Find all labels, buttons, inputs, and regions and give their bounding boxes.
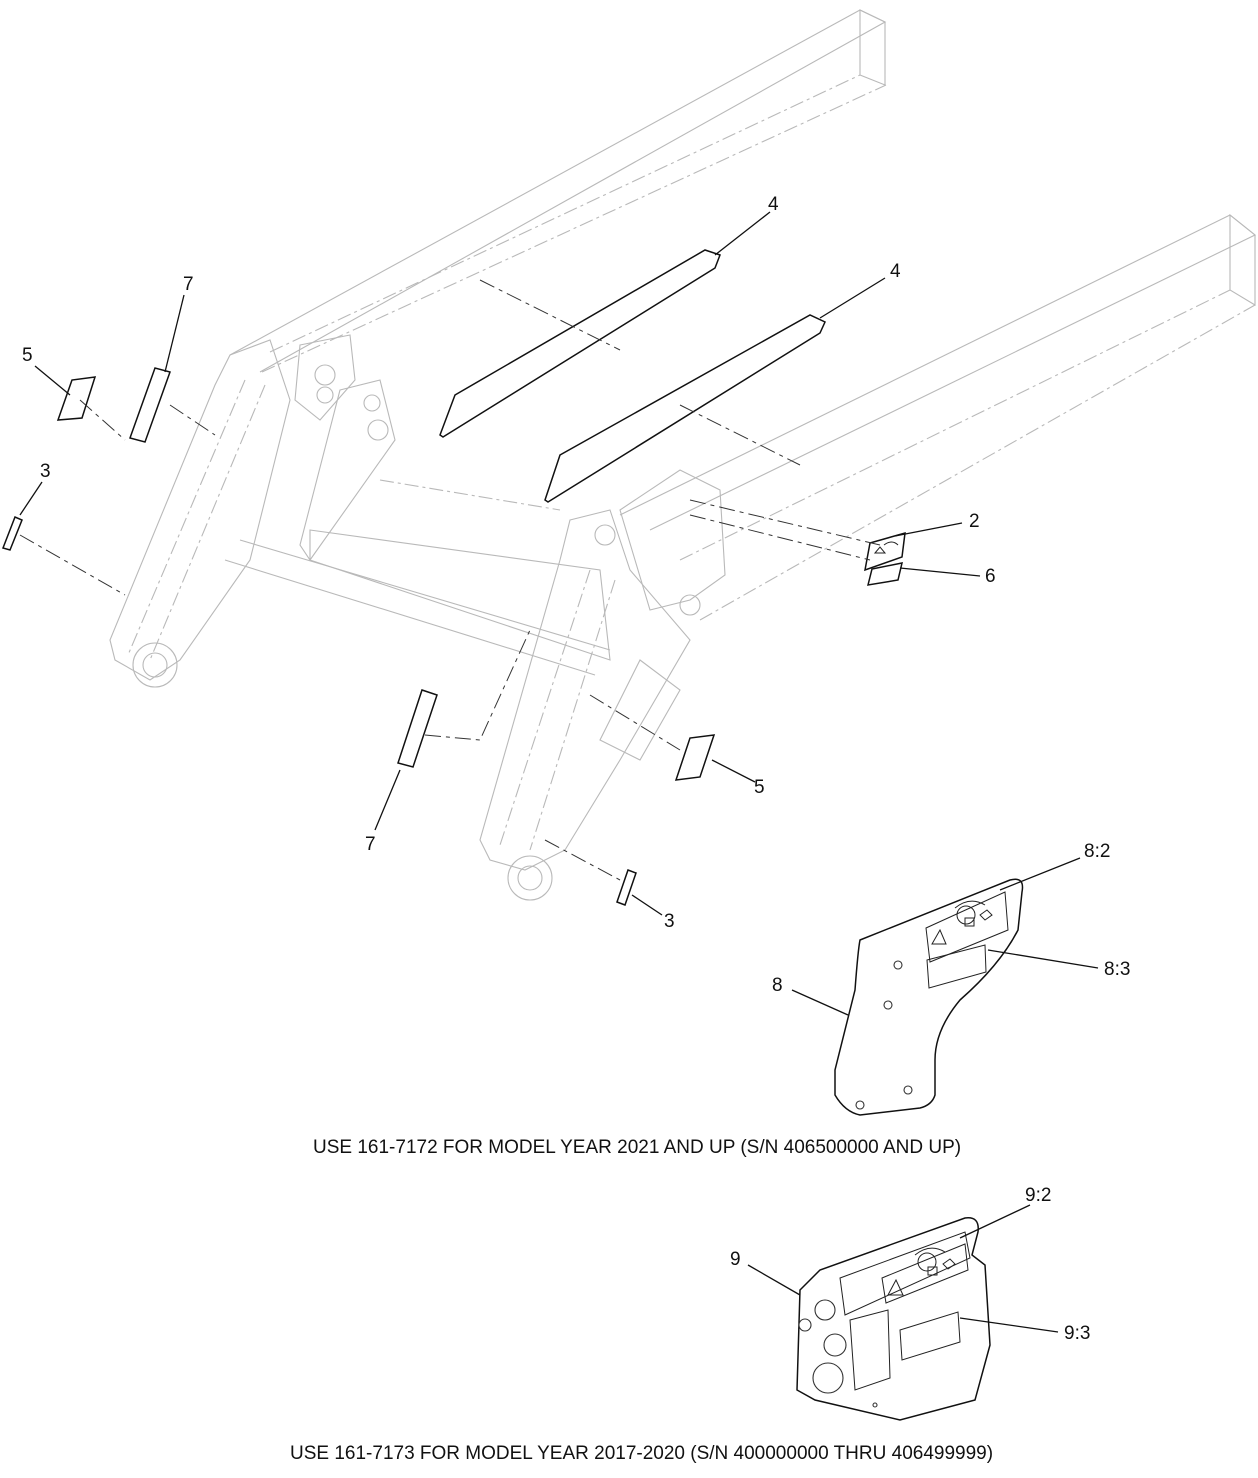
loader-frame-ghost <box>109 9 1257 901</box>
callout-3-left: 3 <box>40 461 51 482</box>
callout-4-upper: 4 <box>768 194 779 215</box>
callout-4-lower: 4 <box>890 261 901 282</box>
callout-6: 6 <box>985 566 996 587</box>
callout-7-right: 7 <box>365 834 376 855</box>
callout-8-2: 8:2 <box>1084 841 1111 862</box>
decal-item-7-right <box>397 689 438 768</box>
callout-5-left: 5 <box>22 345 33 366</box>
decal-item-5-left <box>56 376 97 421</box>
callout-8: 8 <box>772 975 783 996</box>
callout-9-2: 9:2 <box>1025 1185 1052 1206</box>
callout-3-right: 3 <box>664 911 675 932</box>
decal-item-3-right <box>616 869 637 906</box>
decal-item-5-right <box>674 734 716 781</box>
bracket-item-9 <box>796 1217 991 1421</box>
callout-9-3: 9:3 <box>1064 1323 1091 1344</box>
note-model-year-2021: USE 161-7172 FOR MODEL YEAR 2021 AND UP … <box>313 1137 962 1158</box>
decal-item-4-upper <box>439 249 721 438</box>
decal-item-3-left <box>2 516 23 551</box>
callout-9: 9 <box>730 1249 741 1270</box>
callout-5-right: 5 <box>754 777 765 798</box>
note-model-year-2017: USE 161-7173 FOR MODEL YEAR 2017-2020 (S… <box>290 1443 994 1464</box>
plate-item-8 <box>834 878 1024 1116</box>
decal-item-7-left <box>129 367 171 443</box>
callout-7-left: 7 <box>183 274 194 295</box>
decal-item-6 <box>866 562 903 586</box>
callout-8-3: 8:3 <box>1104 959 1131 980</box>
callout-2: 2 <box>969 511 980 532</box>
decal-item-4-lower <box>544 314 826 503</box>
